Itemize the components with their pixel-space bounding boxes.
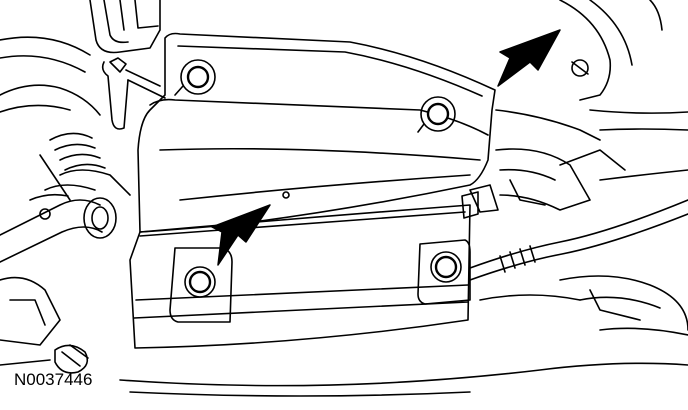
splash-shield xyxy=(129,32,496,349)
background-engine-components xyxy=(0,0,688,397)
bolt-upper-center xyxy=(417,96,456,133)
arrow-icon xyxy=(497,29,561,87)
bolt-upper-left xyxy=(174,59,216,96)
figure-reference-code: N0037446 xyxy=(14,370,93,389)
callout-arrow-upper-right-fastener xyxy=(497,29,561,87)
arrow-icon xyxy=(211,204,271,266)
bolt-lower-right xyxy=(417,239,471,305)
callout-arrow-lower-left-fastener xyxy=(211,204,271,266)
